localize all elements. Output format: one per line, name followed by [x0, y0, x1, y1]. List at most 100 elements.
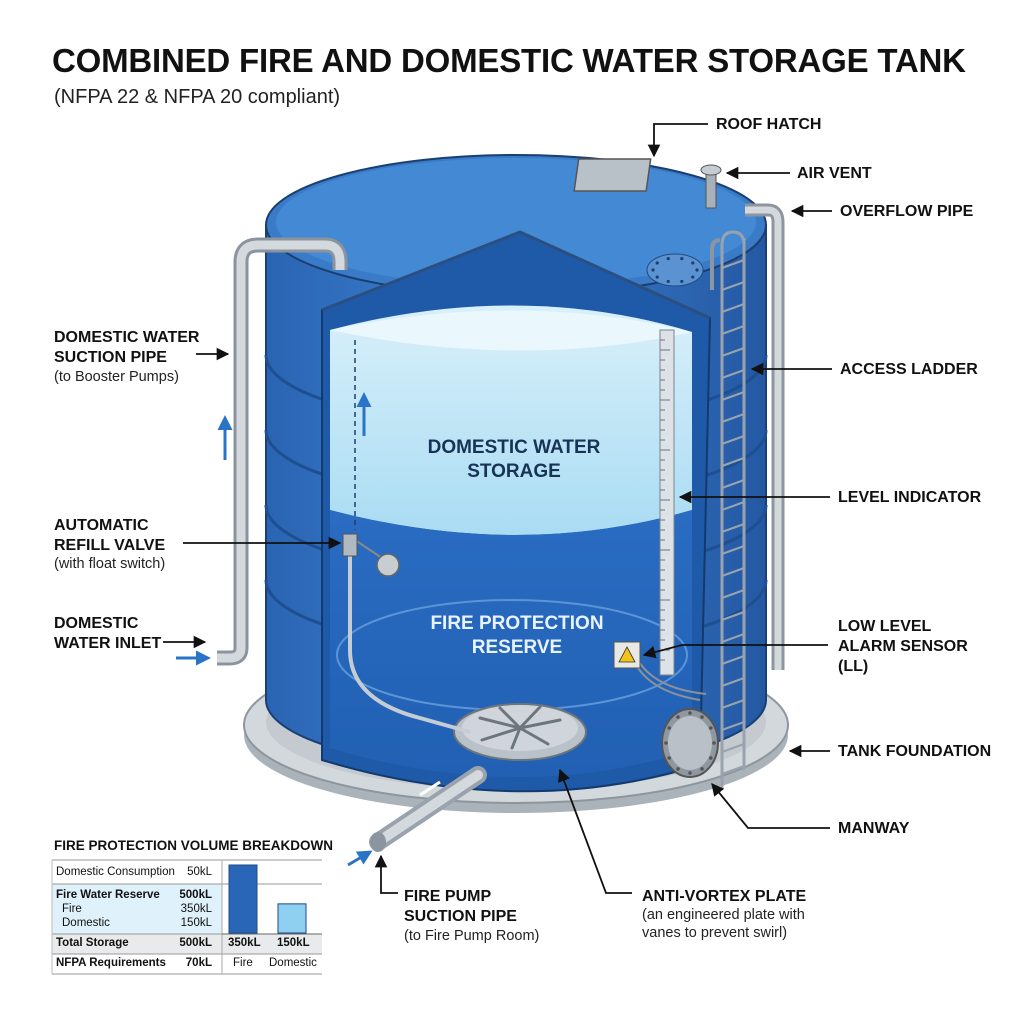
manway-bolt	[712, 741, 716, 745]
overflow-pipe	[710, 203, 785, 670]
bar-value-domestic: 150kL	[277, 937, 310, 949]
ladder-rung	[721, 633, 745, 643]
manway-bolt	[700, 767, 704, 771]
cutaway-section	[321, 230, 712, 793]
ladder-rung	[721, 435, 745, 445]
domestic-inlet-pipe	[176, 640, 249, 666]
refill-valve-line1: AUTOMATIC	[54, 517, 149, 534]
domestic-zone-line2: STORAGE	[467, 461, 561, 482]
level-indicator	[659, 329, 675, 676]
refill-valve-line2: REFILL VALVE	[54, 537, 166, 554]
manway-bolt	[664, 741, 668, 745]
anti-vortex-note-line1: (an engineered plate with	[642, 907, 805, 923]
row-value: 500kL	[179, 937, 212, 949]
manway-bolt	[676, 715, 680, 719]
breakdown-table: Domestic Consumption 50kL Fire Water Res…	[52, 860, 322, 974]
roof-plate-bolt	[680, 256, 684, 261]
domestic-zone-line1: DOMESTIC WATER	[427, 437, 601, 458]
ladder-rung	[721, 347, 745, 357]
volume-bar-domestic	[277, 903, 307, 934]
page-title: COMBINED FIRE AND DOMESTIC WATER STORAGE…	[52, 42, 966, 79]
roof-plate-bolt	[655, 275, 659, 279]
roof-plate-bolt	[666, 256, 670, 261]
ladder-rung	[721, 259, 745, 269]
access-ladder	[720, 230, 746, 790]
ladder-rung	[721, 325, 745, 335]
row-value: 70kL	[185, 957, 212, 969]
internal-refill-pipe	[348, 545, 471, 734]
roof-plate-bolt	[651, 268, 655, 272]
anti-vortex-label: ANTI-VORTEX PLATE	[642, 888, 807, 905]
anti-vortex-plate	[453, 703, 587, 761]
manway-bolt	[667, 726, 672, 730]
access-ladder-label: ACCESS LADDER	[840, 361, 978, 378]
roof-plate-bolt	[655, 261, 659, 265]
fire-pump-suction-line2: SUCTION PIPE	[404, 908, 517, 925]
domestic-suction-label: DOMESTIC WATER SUCTION PIPE	[54, 328, 199, 368]
anti-vortex-note: (an engineered plate with vanes to preve…	[642, 906, 805, 942]
breakdown-table-graphics	[51, 859, 322, 975]
domestic-inlet-line2: WATER INLET	[54, 635, 162, 652]
refill-valve-body	[342, 533, 358, 557]
roof-hatch-label: ROOF HATCH	[716, 116, 822, 133]
breakdown-title: FIRE PROTECTION VOLUME BREAKDOWN	[54, 838, 333, 853]
fire-pump-suction-line1: FIRE PUMP	[404, 888, 492, 905]
row-value: 350kL	[180, 903, 212, 915]
domestic-inlet-line1: DOMESTIC	[54, 615, 139, 632]
bar-value-fire: 350kL	[228, 937, 261, 949]
ladder-rung	[721, 677, 745, 687]
ladder-rung	[721, 501, 745, 511]
row-label: Domestic	[62, 917, 110, 929]
domestic-suction-line1: DOMESTIC WATER	[54, 329, 200, 346]
low-level-alarm-label: LOW LEVEL ALARM SENSOR (LL)	[838, 617, 968, 677]
manway-bolt	[700, 715, 704, 719]
volume-bar-fire	[228, 864, 258, 934]
ladder-rung	[721, 655, 745, 665]
manway-bolt	[688, 771, 692, 775]
domestic-suction-pipe	[217, 237, 348, 640]
roof-plate-bolt	[691, 261, 695, 265]
ladder-rung	[721, 303, 745, 313]
row-value: 150kL	[180, 917, 212, 929]
fire-zone-line1: FIRE PROTECTION	[430, 613, 604, 634]
ladder-rung	[721, 281, 745, 291]
leader-lines	[163, 123, 832, 894]
manway	[661, 708, 719, 778]
row-label: NFPA Requirements	[56, 957, 166, 969]
roof-plate-bolt	[691, 275, 695, 279]
row-value: 50kL	[187, 866, 212, 878]
fire-zone-line2: RESERVE	[471, 637, 563, 658]
manway-bolt	[667, 756, 672, 760]
fire-pump-suction-pipe	[347, 766, 487, 867]
anti-vortex-note-line2: vanes to prevent swirl)	[642, 925, 788, 941]
ladder-rung	[721, 765, 745, 775]
roof-manway-plate	[646, 253, 704, 287]
ladder-rung	[721, 391, 745, 401]
manway-bolt	[708, 756, 713, 760]
low-level-alarm-line1: LOW LEVEL	[838, 618, 932, 635]
domestic-inlet-label: DOMESTIC WATER INLET	[54, 614, 161, 654]
ladder-rung	[721, 457, 745, 467]
ladder-rung	[721, 523, 745, 533]
roof-plate-bolt	[695, 268, 699, 272]
ladder-rung	[721, 611, 745, 621]
air-vent	[700, 164, 722, 209]
low-level-alarm-line2: ALARM SENSOR	[838, 638, 968, 655]
fire-pump-suction-note: (to Fire Pump Room)	[404, 928, 540, 944]
fire-zone-label: FIRE PROTECTION RESERVE	[417, 612, 617, 660]
ladder-rung	[721, 369, 745, 379]
overflow-pipe-label: OVERFLOW PIPE	[840, 203, 974, 220]
ladder-rung	[721, 699, 745, 709]
manway-label: MANWAY	[838, 820, 910, 837]
float-ball	[376, 553, 400, 577]
tank-foundation-label: TANK FOUNDATION	[838, 743, 992, 760]
ladder-rung	[721, 479, 745, 489]
domestic-zone-label: DOMESTIC WATER STORAGE	[414, 436, 614, 484]
ladder-rung	[721, 589, 745, 599]
roof-hatch	[573, 158, 652, 192]
row-label: Domestic Consumption	[56, 866, 175, 878]
bar-label-domestic: Domestic	[269, 957, 317, 969]
air-vent-label: AIR VENT	[797, 165, 872, 182]
fire-pump-suction-label: FIRE PUMP SUCTION PIPE	[404, 887, 517, 927]
